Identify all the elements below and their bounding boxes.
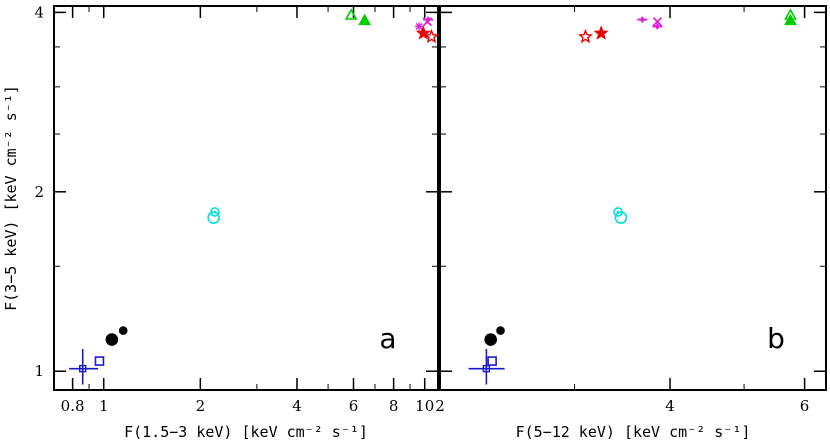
y-tick-label: 2 <box>34 183 44 201</box>
data-point-cross <box>652 16 662 27</box>
data-point-dot <box>640 17 645 22</box>
x-tick-label: 6 <box>349 397 359 415</box>
panel-b: 2 4 6F(5−12 keV) [keV cm⁻² s⁻¹] b <box>435 5 827 441</box>
data-point-circle <box>496 326 505 335</box>
data-point-square <box>487 356 497 366</box>
data-point-star <box>577 28 593 44</box>
data-point-star <box>415 25 431 40</box>
data-point-circle <box>210 207 220 217</box>
y-axis-label: F(3−5 keV) [keV cm⁻² s⁻¹] <box>2 85 20 311</box>
y-tick-label: 1 <box>34 362 44 380</box>
data-point-circle <box>484 333 497 346</box>
data-point-asterisk <box>415 22 424 31</box>
data-point-circle <box>105 333 119 346</box>
data-point-dot <box>213 210 217 214</box>
data-point-triangle <box>784 13 797 26</box>
data-point-triangle <box>358 13 372 26</box>
x-tick-label: 4 <box>292 397 302 415</box>
x-tick-label: 1 <box>99 397 109 415</box>
data-point-square <box>94 356 105 366</box>
data-point-circle <box>207 211 220 224</box>
x-tick-label: 8 <box>389 397 399 415</box>
x-tick-label: 2 <box>435 397 445 415</box>
data-point-dot <box>616 210 620 214</box>
data-point-star <box>423 28 440 44</box>
data-point-star <box>593 25 609 40</box>
x-axis-label: F(1.5−3 keV) [keV cm⁻² s⁻¹] <box>124 423 368 441</box>
plot-frame <box>53 5 439 391</box>
x-tick-label: 4 <box>665 397 675 415</box>
data-point-square <box>78 364 87 373</box>
data-point-square <box>482 364 491 373</box>
x-tick-label: 10 <box>415 397 434 415</box>
panel-label: b <box>767 322 785 355</box>
panel-label: a <box>379 322 396 355</box>
data-point-dot <box>426 17 431 22</box>
data-point-circle <box>613 207 623 217</box>
data-point-circle <box>614 211 628 224</box>
y-tick-label: 4 <box>34 3 44 21</box>
x-tick-label: 6 <box>800 397 810 415</box>
x-axis-label: F(5−12 keV) [keV cm⁻² s⁻¹] <box>516 423 751 441</box>
data-point-triangle <box>344 8 358 20</box>
data-point-dot <box>655 24 660 29</box>
plot-frame <box>439 5 827 391</box>
x-tick-label: 0.8 <box>61 397 85 415</box>
x-tick-label: 2 <box>196 397 206 415</box>
data-point-circle <box>118 326 128 335</box>
